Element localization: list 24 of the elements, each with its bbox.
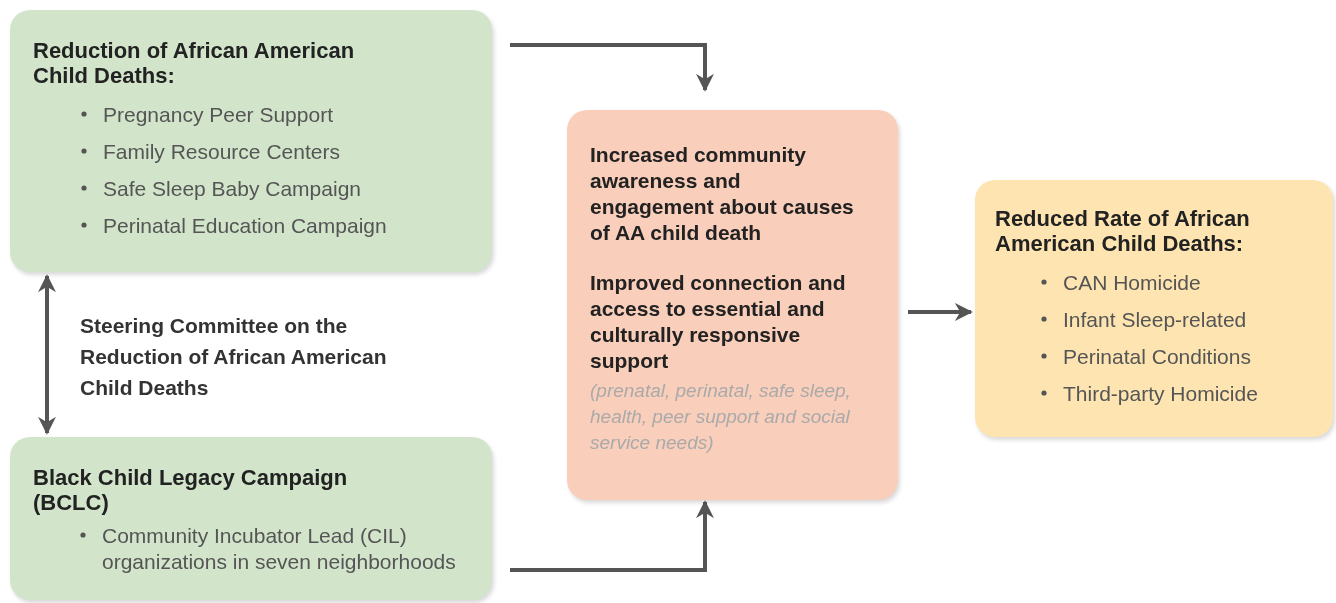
bullet-item: Perinatal Conditions (1063, 345, 1251, 368)
bullet-item: Infant Sleep-related (1063, 308, 1247, 331)
rounded-box (567, 110, 898, 500)
rounded-box (10, 437, 492, 600)
outcome-text: Improved connection and access to essential and culturally responsive support (590, 270, 847, 374)
bullet-item: Pregnancy Peer Support (103, 103, 333, 126)
note-text: (prenatal, perinatal, safe sleep, health, peer support and social service needs) (590, 379, 852, 455)
box-heading: Black Child Legacy Campaign (BCLC) (33, 465, 349, 515)
arrow (510, 43, 714, 92)
bullet-item: Perinatal Education Campaign (103, 214, 387, 237)
bullet-item: Safe Sleep Baby Campaign (103, 177, 361, 200)
bullet-item: Community Incubator Lead (CIL) organizations in seven neighborhoods (102, 524, 456, 573)
rounded-box (975, 180, 1333, 437)
box-heading: Reduction of African American Child Deaths: (33, 38, 356, 88)
arrow (38, 274, 56, 435)
bullet-item: CAN Homicide (1063, 271, 1201, 294)
rounded-box (10, 10, 492, 272)
box-heading: Reduced Rate of African American Child Deaths: (995, 206, 1251, 256)
bullet-item: Third-party Homicide (1063, 382, 1258, 405)
outcome-text: Increased community awareness and engagement about causes of AA child death (590, 142, 855, 246)
arrow (908, 303, 973, 321)
arrow (510, 500, 714, 572)
bullet-item: Family Resource Centers (103, 140, 340, 163)
edge-label: Steering Committee on the Reduction of African American Child Deaths (80, 313, 388, 401)
